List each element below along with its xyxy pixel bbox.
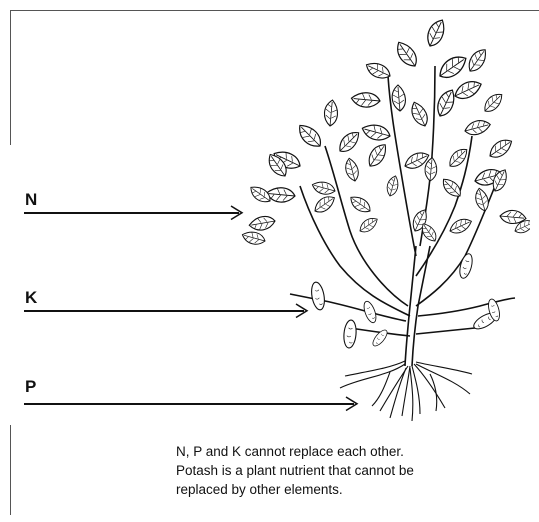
frame-left-border-upper xyxy=(10,10,11,145)
phosphorus-label: P xyxy=(25,377,37,397)
leaves-group xyxy=(241,17,530,248)
frame-top-border xyxy=(10,10,539,11)
caption-line-1: N, P and K cannot replace each other. xyxy=(176,442,516,461)
roots-group xyxy=(340,361,472,421)
nitrogen-pointer-line xyxy=(24,212,239,214)
nitrogen-label: N xyxy=(25,190,38,210)
caption-text: N, P and K cannot replace each other. Po… xyxy=(176,442,516,499)
potassium-label: K xyxy=(25,288,38,308)
caption-line-2: Potash is a plant nutrient that cannot b… xyxy=(176,461,516,480)
caption-line-3: replaced by other elements. xyxy=(176,480,516,499)
potato-plant-illustration xyxy=(240,16,530,426)
frame-left-border-lower xyxy=(10,425,11,515)
tubers-group xyxy=(310,252,502,348)
